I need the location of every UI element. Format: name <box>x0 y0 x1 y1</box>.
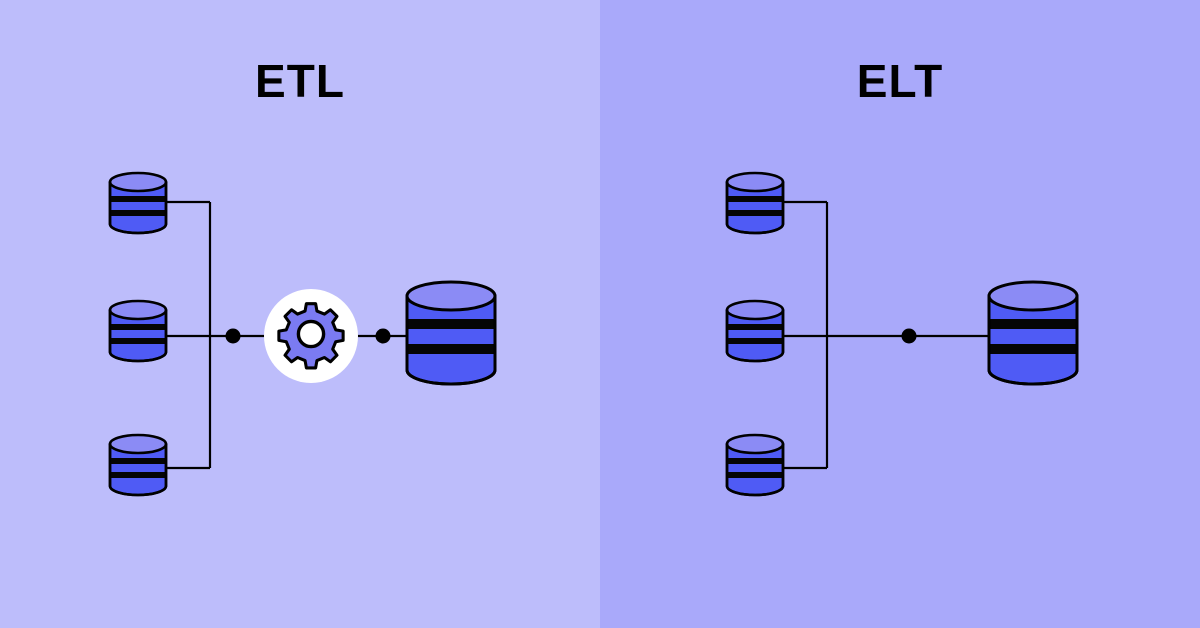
transform-stage[interactable] <box>264 289 358 383</box>
connector-dot-center <box>901 328 917 344</box>
panel-etl: ETL <box>0 0 600 628</box>
source-database-1[interactable] <box>108 171 168 235</box>
panel-etl-title: ETL <box>255 55 345 107</box>
panel-elt-title: ELT <box>857 55 943 107</box>
destination-data-lake[interactable] <box>987 280 1079 386</box>
panel-elt: ELT <box>600 0 1200 628</box>
source-database-2[interactable] <box>725 299 785 363</box>
destination-data-warehouse[interactable] <box>405 280 497 386</box>
gear-hub <box>296 319 326 349</box>
source-database-3[interactable] <box>725 433 785 497</box>
gear-icon <box>277 302 345 370</box>
source-database-1[interactable] <box>725 171 785 235</box>
connector-dot-left <box>225 328 241 344</box>
source-database-3[interactable] <box>108 433 168 497</box>
source-database-2[interactable] <box>108 299 168 363</box>
panel-elt-background <box>600 0 1200 628</box>
connector-dot-right <box>375 328 391 344</box>
